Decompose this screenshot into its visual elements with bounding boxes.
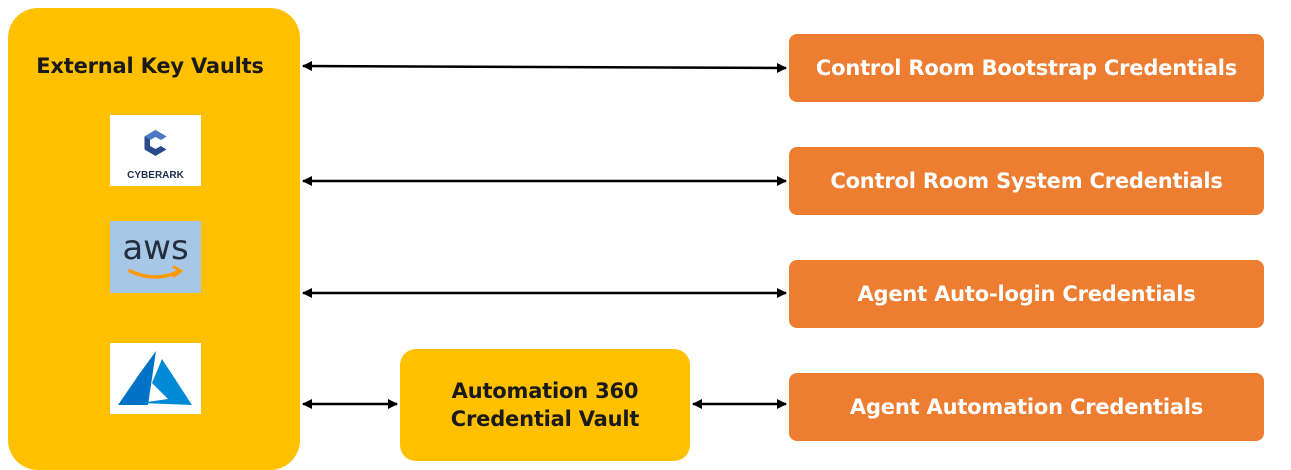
automation-360-credential-vault-box: Automation 360 Credential Vault bbox=[400, 349, 690, 461]
control-room-bootstrap-credentials-box: Control Room Bootstrap Credentials bbox=[789, 34, 1264, 102]
credential-vault-line-2: Credential Vault bbox=[450, 407, 640, 431]
arrow-bootstrap bbox=[302, 61, 787, 73]
cyberark-logo-icon: CYBERARK bbox=[110, 115, 201, 186]
control-room-system-credentials-box: Control Room System Credentials bbox=[789, 147, 1264, 215]
agent-auto-login-credentials-box: Agent Auto-login Credentials bbox=[789, 260, 1264, 328]
aws-logo-icon: aws bbox=[110, 221, 201, 293]
cyberark-logo-text: CYBERARK bbox=[127, 170, 184, 181]
azure-logo-icon bbox=[110, 343, 201, 414]
agent-automation-credentials-box: Agent Automation Credentials bbox=[789, 373, 1264, 441]
external-key-vaults-title: External Key Vaults bbox=[36, 54, 264, 78]
credential-vault-line-1: Automation 360 bbox=[451, 379, 639, 403]
aws-logo-text: aws bbox=[122, 228, 188, 268]
